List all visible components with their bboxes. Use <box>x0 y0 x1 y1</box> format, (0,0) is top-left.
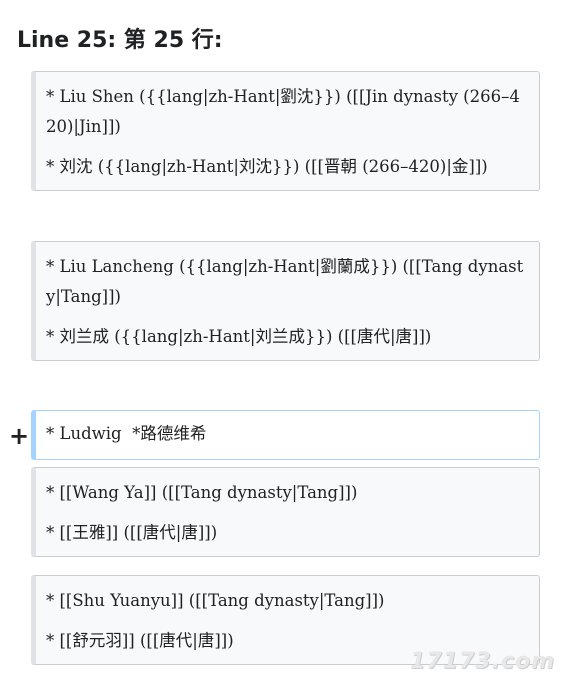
diff-line-chinese: * 刘沈 ({{lang|zh-Hant|刘沈}}) ([[晋朝 (266–42… <box>46 157 488 176</box>
diff-line-english: * Liu Lancheng ({{lang|zh-Hant|劉蘭成}}) ([… <box>46 257 524 306</box>
diff-line-english: * [[Wang Ya]] ([[Tang dynasty|Tang]]) <box>46 483 358 502</box>
diff-block-liu-shen: * Liu Shen ({{lang|zh-Hant|劉沈}}) ([[Jin … <box>31 71 540 191</box>
diff-line-chinese: * [[舒元羽]] ([[唐代|唐]]) <box>46 631 234 650</box>
added-line-marker: + <box>9 422 30 450</box>
diff-line-added: * Ludwig *路德维希 <box>46 424 207 443</box>
diff-block-wang-ya: * [[Wang Ya]] ([[Tang dynasty|Tang]]) * … <box>31 467 540 557</box>
diff-line-english: * Liu Shen ({{lang|zh-Hant|劉沈}}) ([[Jin … <box>46 87 520 136</box>
diff-line-english: * [[Shu Yuanyu]] ([[Tang dynasty|Tang]]) <box>46 591 385 610</box>
diff-line-chinese: * 刘兰成 ({{lang|zh-Hant|刘兰成}}) ([[唐代|唐]]) <box>46 327 432 346</box>
diff-block-ludwig-added: * Ludwig *路德维希 <box>31 410 540 460</box>
line-heading: Line 25: 第 25 行: <box>17 28 223 53</box>
diff-line-chinese: * [[王雅]] ([[唐代|唐]]) <box>46 523 218 542</box>
diff-block-shu-yuanyu: * [[Shu Yuanyu]] ([[Tang dynasty|Tang]])… <box>31 575 540 665</box>
diff-block-liu-lancheng: * Liu Lancheng ({{lang|zh-Hant|劉蘭成}}) ([… <box>31 241 540 361</box>
site-watermark: 17173.com <box>410 649 555 674</box>
